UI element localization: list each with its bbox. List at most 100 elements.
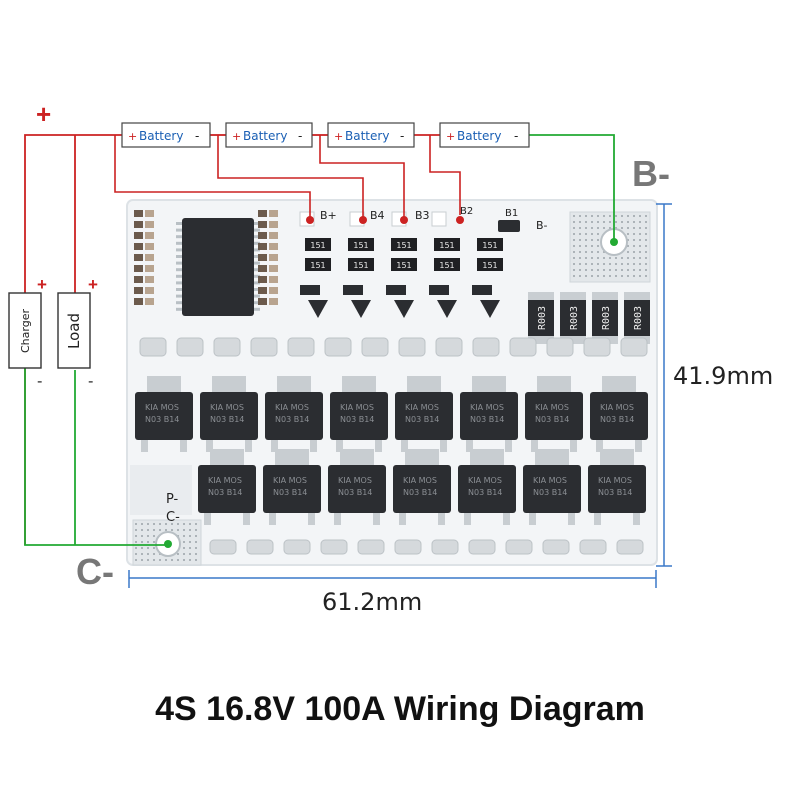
ic-pin bbox=[176, 261, 182, 265]
ic-pin bbox=[254, 241, 260, 245]
sot-transistor bbox=[386, 285, 406, 295]
ic-pin bbox=[176, 228, 182, 232]
mosfet-leg bbox=[531, 440, 538, 452]
ic-pin bbox=[254, 301, 260, 305]
mosfet-leg bbox=[271, 440, 278, 452]
pad-dot bbox=[627, 227, 629, 229]
pad-dot bbox=[159, 529, 161, 531]
ic-pin bbox=[176, 222, 182, 225]
load-minus: - bbox=[88, 372, 93, 390]
pad-dot bbox=[189, 547, 191, 549]
pad-dot bbox=[597, 263, 599, 265]
pad-dot bbox=[603, 257, 605, 259]
ic-pin bbox=[254, 222, 260, 225]
mosfet-tab bbox=[147, 376, 181, 394]
pad-dot bbox=[633, 257, 635, 259]
mosfet-text: KIA MOS bbox=[145, 403, 179, 412]
pad-dot bbox=[183, 547, 185, 549]
pad-dot bbox=[609, 257, 611, 259]
mosfet-body bbox=[590, 392, 648, 440]
pad-dot bbox=[135, 547, 137, 549]
smd-part bbox=[134, 298, 143, 305]
ic-pin bbox=[176, 274, 182, 278]
pad-dot bbox=[639, 239, 641, 241]
smd-part bbox=[269, 210, 278, 217]
ic-pin bbox=[254, 228, 260, 232]
ic-pin bbox=[176, 248, 182, 252]
pad-dot bbox=[633, 245, 635, 247]
resistor-151 bbox=[434, 238, 460, 251]
pad-dot bbox=[573, 245, 575, 247]
pad-dot bbox=[141, 529, 143, 531]
mosfet-leg bbox=[529, 513, 536, 525]
pad-dot bbox=[573, 251, 575, 253]
pad-dot bbox=[573, 215, 575, 217]
pad-dot bbox=[585, 227, 587, 229]
mosfet-leg bbox=[269, 513, 276, 525]
pad-dot bbox=[609, 269, 611, 271]
smd-part bbox=[134, 232, 143, 239]
pad-dot bbox=[609, 215, 611, 217]
pad-dot bbox=[141, 553, 143, 555]
smd-part bbox=[134, 243, 143, 250]
balance-wire-b4 bbox=[217, 135, 364, 220]
pad-dot bbox=[165, 529, 167, 531]
pad-dot bbox=[171, 529, 173, 531]
pad-dot bbox=[195, 541, 197, 543]
pad-label-b4: B4 bbox=[370, 209, 385, 222]
pad-dot bbox=[189, 553, 191, 555]
balance-dot-b3 bbox=[400, 216, 408, 224]
pad-dot bbox=[621, 257, 623, 259]
pad-dot bbox=[585, 275, 587, 277]
sot-transistor bbox=[429, 285, 449, 295]
mosfet-leg bbox=[440, 440, 447, 452]
pad-dot bbox=[165, 523, 167, 525]
pad-dot bbox=[147, 559, 149, 561]
shunt-cap bbox=[592, 292, 618, 300]
pad-dot bbox=[615, 275, 617, 277]
shunt-body bbox=[560, 292, 586, 344]
mosfet-body bbox=[460, 392, 518, 440]
pad-dot bbox=[183, 541, 185, 543]
solder-strip bbox=[246, 539, 274, 555]
pad-dot bbox=[645, 227, 647, 229]
resistor-code: 151 bbox=[396, 241, 411, 250]
pad-dot bbox=[603, 263, 605, 265]
pad-dot bbox=[153, 529, 155, 531]
mosfet-leg bbox=[464, 513, 471, 525]
pad-dot bbox=[639, 257, 641, 259]
charger-box: Charger bbox=[8, 292, 42, 369]
main-plus-sign: + bbox=[36, 99, 51, 129]
mosfet-text: N03 B14 bbox=[468, 488, 502, 497]
resistor-code: 151 bbox=[353, 241, 368, 250]
battery-1-minus: - bbox=[195, 129, 199, 143]
pad-dot bbox=[645, 263, 647, 265]
pad-dot bbox=[621, 263, 623, 265]
pad-dot bbox=[135, 523, 137, 525]
resistor-151 bbox=[305, 238, 331, 251]
resistor-code: 151 bbox=[310, 261, 325, 270]
balance-dot-b4 bbox=[359, 216, 367, 224]
mosfet-leg bbox=[635, 440, 642, 452]
pad-dot bbox=[633, 221, 635, 223]
mosfet-body bbox=[393, 465, 451, 513]
pad-dot bbox=[591, 239, 593, 241]
smd-part bbox=[134, 221, 143, 228]
pad-dot bbox=[141, 541, 143, 543]
smd-part bbox=[269, 287, 278, 294]
resistor-code: 151 bbox=[396, 261, 411, 270]
solder-strip bbox=[209, 539, 237, 555]
pad-dot bbox=[603, 275, 605, 277]
pad-dot bbox=[183, 523, 185, 525]
pad-dot bbox=[585, 233, 587, 235]
solder-strip bbox=[431, 539, 459, 555]
charger-minus: - bbox=[37, 372, 42, 390]
smd-part bbox=[258, 276, 267, 283]
smd-part bbox=[145, 221, 154, 228]
solder-strip bbox=[361, 337, 389, 357]
pad-dot bbox=[195, 547, 197, 549]
pad-dot bbox=[573, 275, 575, 277]
mosfet-leg bbox=[401, 440, 408, 452]
charger-plus: + bbox=[37, 275, 47, 294]
pad-dot bbox=[591, 221, 593, 223]
